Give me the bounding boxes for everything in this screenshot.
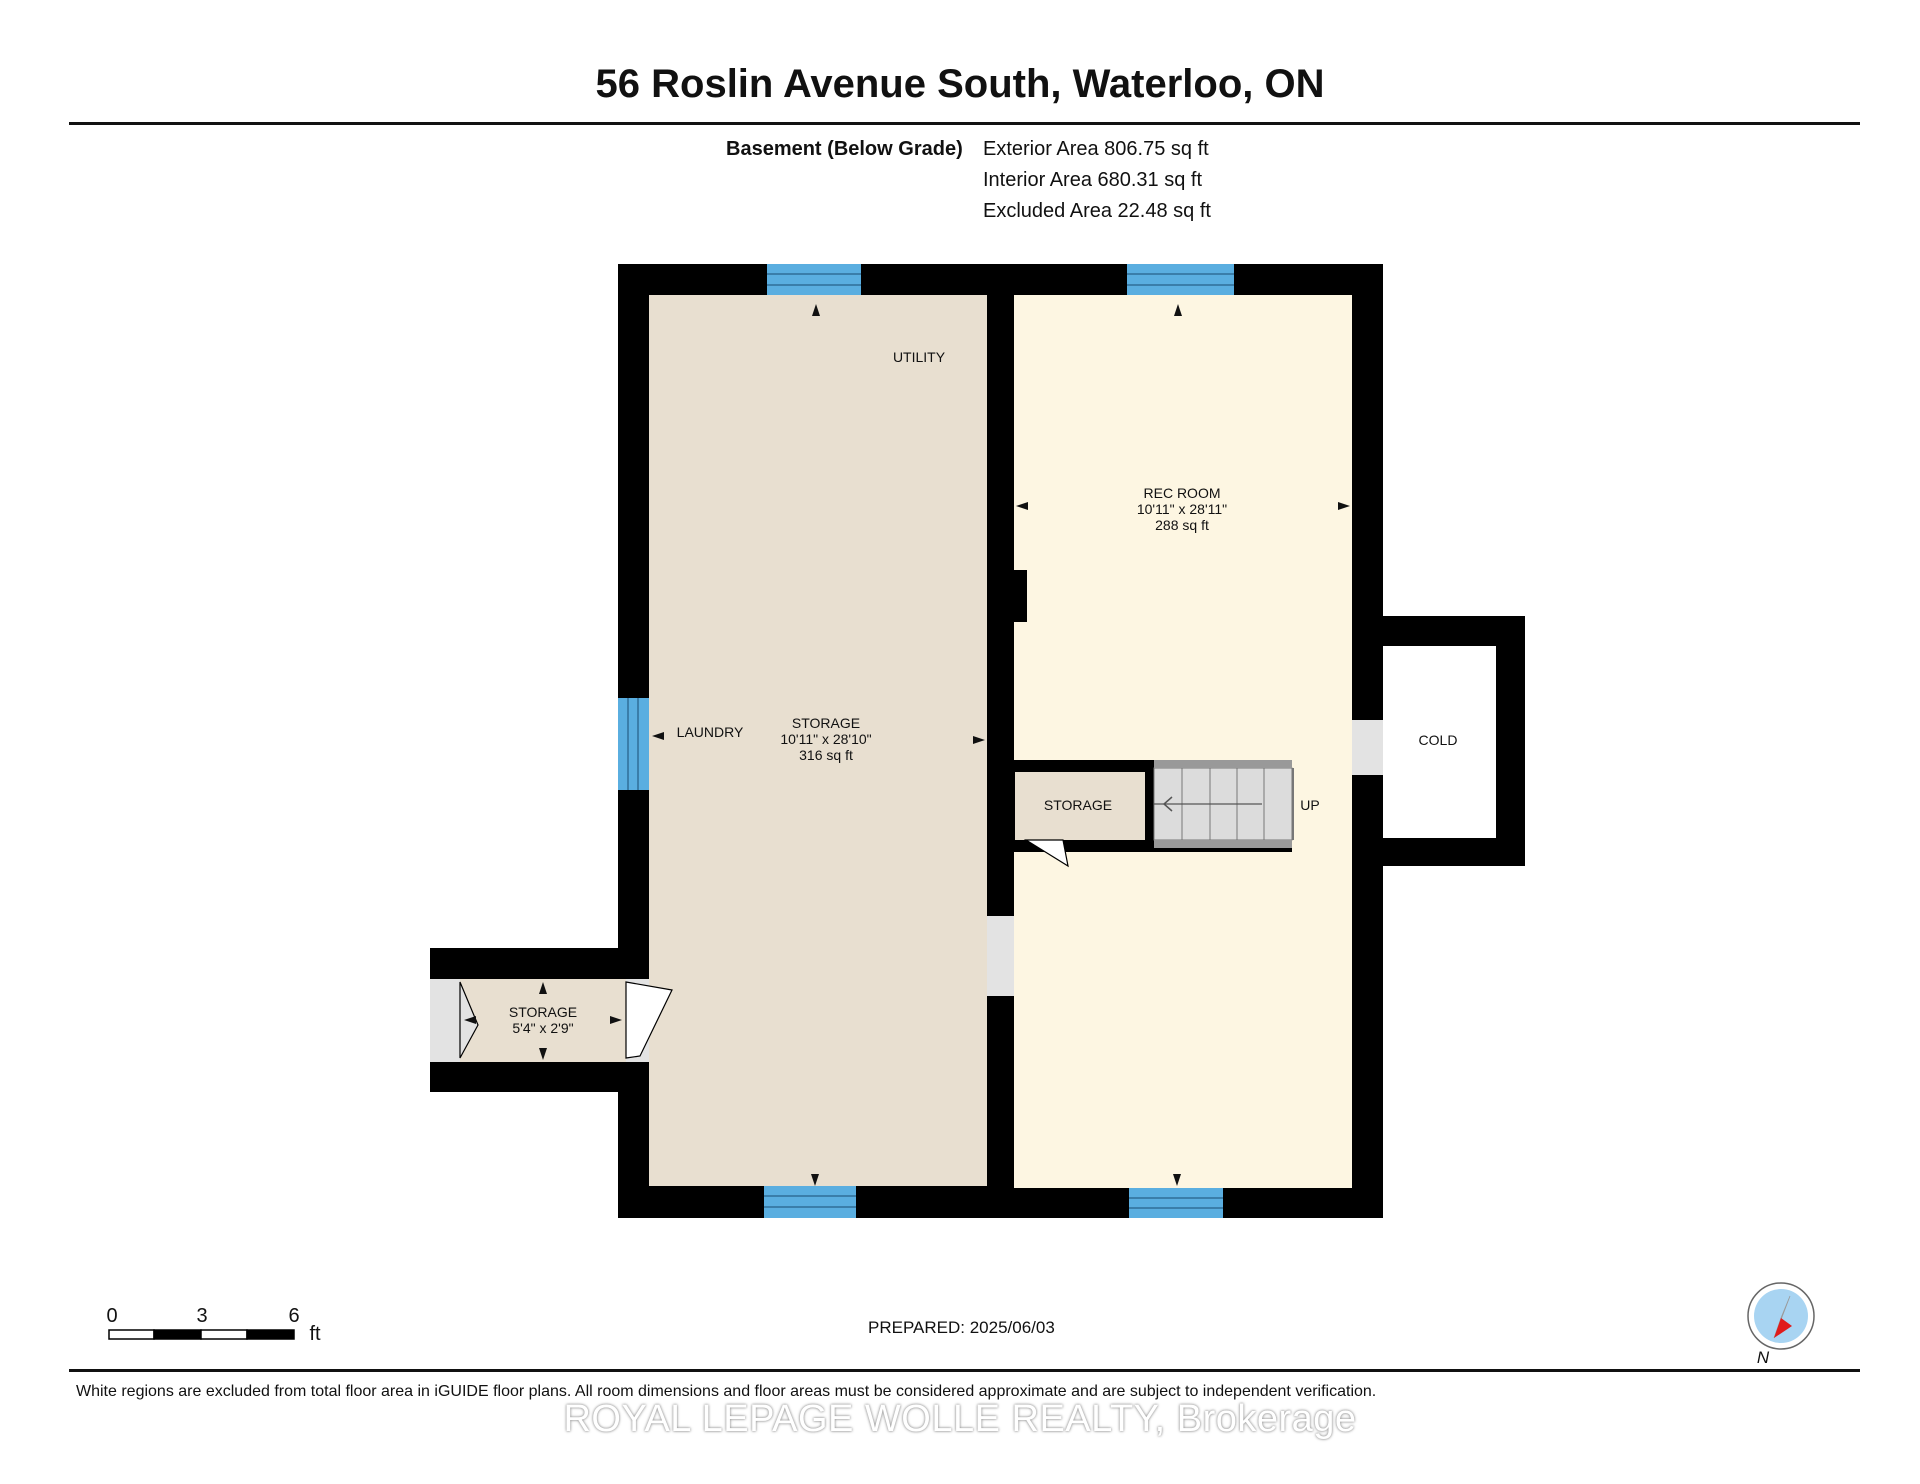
door-swing [625, 981, 673, 1059]
dimension-arrow-icon [464, 1016, 476, 1024]
storage-room-floor [649, 295, 987, 1186]
small-storage-dims: 5'4" x 2'9" [512, 1020, 573, 1036]
small-storage-outer-door [430, 979, 460, 1062]
rec-room-name: REC ROOM [1144, 485, 1221, 501]
dimension-arrow-icon [1338, 502, 1350, 510]
storage-room-dims: 10'11" x 28'10" [780, 731, 871, 747]
stairs-edge [1292, 768, 1294, 840]
dimension-arrow-icon [1174, 304, 1182, 316]
prepared-date: PREPARED: 2025/06/03 [868, 1318, 1055, 1337]
footer-divider [69, 1369, 1860, 1372]
dimension-arrow-icon [539, 982, 547, 994]
stairs-landing [1294, 766, 1352, 842]
scale-tick-label: 6 [288, 1305, 299, 1327]
exterior-area: Exterior Area 806.75 sq ft [983, 138, 1209, 160]
dimension-arrow-icon [539, 1048, 547, 1060]
interior-area: Interior Area 680.31 sq ft [983, 169, 1203, 191]
header-divider [69, 122, 1860, 125]
compass-north-label: N [1757, 1348, 1770, 1367]
footer-disclaimer: White regions are excluded from total fl… [76, 1383, 1377, 1400]
utility-label: UTILITY [893, 349, 946, 365]
storage-room-name: STORAGE [792, 715, 860, 731]
dimension-arrow-icon [1016, 502, 1028, 510]
dimension-arrow-icon [1173, 1174, 1181, 1186]
interior-wall [987, 295, 1014, 1188]
interior-doorway [987, 916, 1014, 996]
dimension-arrow-icon [812, 304, 820, 316]
closet-door-swing [1023, 839, 1069, 868]
storage-room-area: 316 sq ft [799, 747, 853, 763]
floor-label: Basement (Below Grade) [726, 138, 963, 160]
dimension-arrow-icon [610, 1016, 622, 1024]
scale-unit: ft [309, 1323, 321, 1345]
window [618, 698, 649, 790]
scale-bar: 0 3 6 ft [106, 1305, 321, 1345]
stairs-rail-top [1154, 760, 1292, 768]
closet-label: STORAGE [1044, 797, 1112, 813]
stairs-label: UP [1300, 797, 1319, 813]
window [1129, 1188, 1223, 1218]
compass-icon: N [1747, 1282, 1815, 1367]
stair-direction-arrow-icon [1162, 796, 1173, 812]
closet-floor [1015, 772, 1145, 840]
window [767, 264, 861, 295]
wall-jog [1014, 570, 1027, 622]
scale-tick-label: 3 [196, 1305, 207, 1327]
brokerage-watermark: ROYAL LEPAGE WOLLE REALTY, Brokerage [563, 1398, 1357, 1440]
rec-room-area: 288 sq ft [1155, 517, 1209, 533]
dimension-arrow-icon [652, 732, 664, 740]
cold-room-floor [1383, 646, 1496, 838]
window [764, 1186, 856, 1218]
stairs-rail-bottom [1154, 840, 1292, 848]
rec-room-floor [1014, 295, 1352, 1188]
dimension-arrow-icon [973, 736, 985, 744]
small-storage-name: STORAGE [509, 1004, 577, 1020]
rec-room-dims: 10'11" x 28'11" [1137, 501, 1227, 517]
laundry-label: LAUNDRY [677, 724, 744, 740]
dimension-arrow-icon [811, 1174, 819, 1186]
cold-room-label: COLD [1419, 732, 1458, 748]
scale-tick-label: 0 [106, 1305, 117, 1327]
excluded-area: Excluded Area 22.48 sq ft [983, 200, 1211, 222]
page-title: 56 Roslin Avenue South, Waterloo, ON [595, 62, 1325, 106]
cold-room-opening [1352, 720, 1383, 775]
window [1127, 264, 1234, 295]
